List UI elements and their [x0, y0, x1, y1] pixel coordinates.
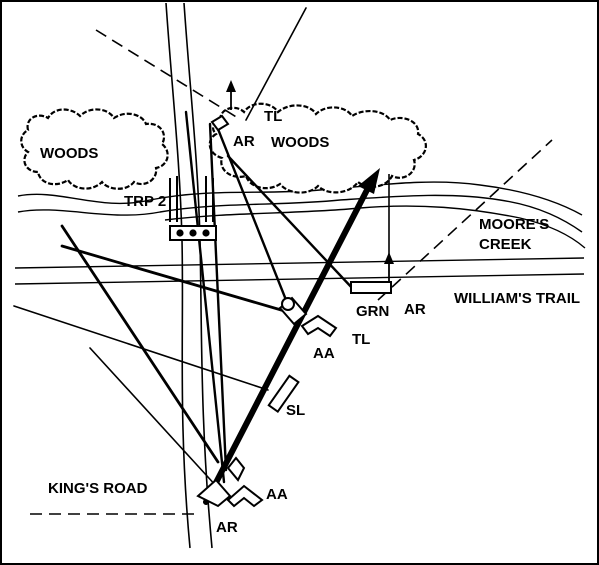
up-arrow-top	[226, 80, 236, 110]
woods-right-shape	[208, 102, 427, 194]
grenadier-label: GRN	[356, 303, 389, 320]
automatic-rifle-mid-label: AR	[404, 301, 426, 318]
woods-left-shape	[20, 108, 169, 190]
team-leader-position	[278, 296, 338, 338]
assistant-automatic-mid-label: AA	[313, 345, 335, 362]
team-leader-mid-label: TL	[352, 331, 370, 348]
grenadier-position	[350, 281, 392, 294]
moores-creek-label-2: CREEK	[479, 236, 532, 253]
woods-right-label: WOODS	[271, 134, 329, 151]
primary-fire-arrow	[203, 168, 380, 505]
assistant-automatic-bottom-label: AA	[266, 486, 288, 503]
woods-left-label: WOODS	[40, 145, 98, 162]
trp-2-marker	[169, 176, 217, 241]
sector-boundaries	[30, 29, 553, 515]
trp-2-label: TRP 2	[124, 193, 166, 210]
position-top-woods	[210, 114, 230, 132]
williams-trail	[14, 257, 585, 285]
automatic-rifle-top-label: AR	[233, 133, 255, 150]
moores-creek-label-1: MOORE'S	[479, 216, 549, 233]
squad-leader-position	[267, 374, 300, 414]
williams-trail-label: WILLIAM'S TRAIL	[454, 290, 580, 307]
moores-creek	[17, 181, 586, 249]
kings-road-label: KING'S ROAD	[48, 480, 148, 497]
team-leader-top-label: TL	[264, 108, 282, 125]
bottom-team-position	[196, 456, 264, 508]
automatic-rifle-bottom-label: AR	[216, 519, 238, 536]
squad-leader-label: SL	[286, 402, 305, 419]
